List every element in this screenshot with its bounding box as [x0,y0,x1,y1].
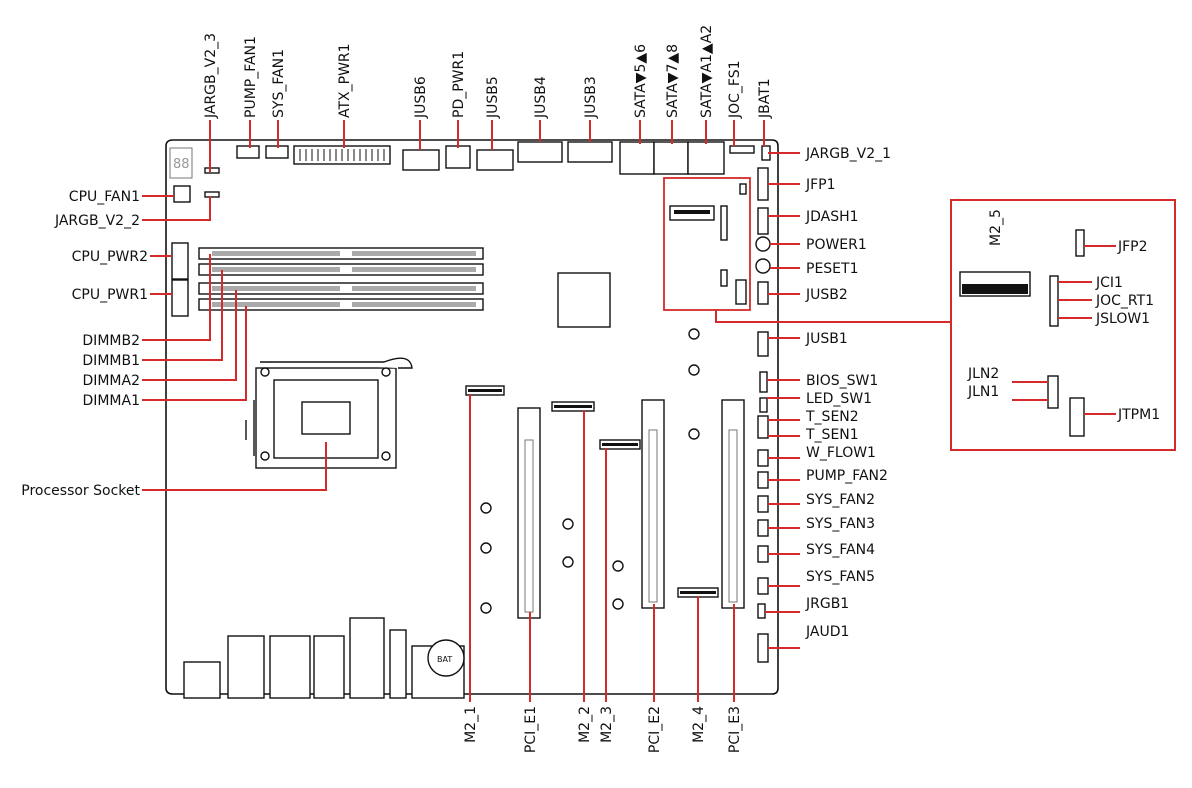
label-t-sen2: T_SEN2 [805,409,859,425]
label-sata-a1-a2: SATA▼A1▲A2 [699,25,715,118]
label-peset1: PESET1 [806,261,858,277]
label-m2-5: M2_5 [988,209,1004,246]
dimm-slots [198,247,484,311]
left-connectors [171,185,220,317]
label-jargb-v2-2: JARGB_V2_2 [54,213,140,229]
label-pci-e2: PCI_E2 [647,706,663,753]
label-atx-pwr1: ATX_PWR1 [337,43,353,118]
label-sys-fan2: SYS_FAN2 [806,492,875,508]
inset-panel [715,199,1176,451]
label-sata-5-6: SATA▼5▲6 [633,44,649,118]
left-label-group: CPU_FAN1 JARGB_V2_2 CPU_PWR2 CPU_PWR1 DI… [21,189,148,499]
top-connectors [204,141,771,175]
label-jusb4: JUSB4 [533,76,549,119]
label-m2-4: M2_4 [691,706,707,743]
label-pump-fan1: PUMP_FAN1 [243,36,259,118]
label-dimma1: DIMMA1 [82,393,140,409]
label-m2-1: M2_1 [463,706,479,743]
label-dimmb2: DIMMB2 [82,333,140,349]
label-jln2: JLN2 [967,366,999,382]
label-w-flow1: W_FLOW1 [806,445,876,461]
label-m2-2: M2_2 [577,706,593,743]
battery-label: BAT [437,655,452,664]
label-cpu-pwr1: CPU_PWR1 [72,287,148,303]
label-cpu-fan1: CPU_FAN1 [69,189,140,205]
m2-slots [465,385,719,598]
label-led-sw1: LED_SW1 [806,391,872,407]
label-joc-fs1: JOC_FS1 [727,60,743,119]
label-sys-fan1: SYS_FAN1 [271,49,287,118]
label-jargb-v2-3: JARGB_V2_3 [203,33,219,119]
right-connectors [755,167,771,663]
label-jusb3: JUSB3 [583,76,599,119]
bottom-label-group: M2_1 PCI_E1 M2_2 M2_3 PCI_E2 M2_4 PCI_E3 [463,706,743,753]
label-sys-fan3: SYS_FAN3 [806,516,875,532]
inset-label-group: M2_5 JFP2 JCI1 JOC_RT1 JSLOW1 JLN2 JLN1 … [967,209,1160,423]
label-jusb2: JUSB2 [805,287,848,303]
label-jdash1: JDASH1 [805,209,859,225]
label-dimmb1: DIMMB1 [82,353,140,369]
label-processor-socket: Processor Socket [21,483,140,499]
label-pump-fan2: PUMP_FAN2 [806,468,888,484]
chipset [557,272,611,328]
label-jslow1: JSLOW1 [1095,311,1150,327]
label-power1: POWER1 [806,237,867,253]
label-jbat1: JBAT1 [757,78,773,119]
right-label-group: JARGB_V2_1 JFP1 JDASH1 POWER1 PESET1 JUS… [805,146,891,640]
label-cpu-pwr2: CPU_PWR2 [72,249,148,265]
motherboard-outline [165,139,779,695]
zoom-region [663,177,751,311]
label-jci1: JCI1 [1095,275,1123,291]
debug-led-display: 88 [169,147,193,179]
rear-io-panel: BAT [183,617,465,699]
processor-socket [245,357,413,469]
top-label-group: JARGB_V2_3 PUMP_FAN1 SYS_FAN1 ATX_PWR1 J… [203,25,773,119]
label-jtpm1: JTPM1 [1117,407,1160,423]
label-sys-fan5: SYS_FAN5 [806,569,875,585]
label-jargb-v2-1: JARGB_V2_1 [805,146,891,162]
label-jln1: JLN1 [967,384,999,400]
label-jaud1: JAUD1 [805,624,849,640]
label-pci-e3: PCI_E3 [727,706,743,753]
mounting-holes [480,328,700,614]
label-jfp1: JFP1 [805,177,836,193]
label-joc-rt1: JOC_RT1 [1095,293,1154,309]
callout-lines [142,120,800,702]
label-jusb1: JUSB1 [805,331,848,347]
label-jusb5: JUSB5 [485,76,501,119]
label-pci-e1: PCI_E1 [523,706,539,753]
label-t-sen1: T_SEN1 [805,427,859,443]
label-bios-sw1: BIOS_SW1 [806,373,878,389]
label-sys-fan4: SYS_FAN4 [806,542,875,558]
label-pd-pwr1: PD_PWR1 [451,51,467,118]
label-sata-7-8: SATA▼7▲8 [665,44,681,118]
svg-text:88: 88 [173,157,190,172]
label-dimma2: DIMMA2 [82,373,140,389]
label-m2-3: M2_3 [599,706,615,743]
label-jfp2: JFP2 [1117,239,1148,255]
label-jusb6: JUSB6 [413,76,429,119]
label-jrgb1: JRGB1 [805,596,849,612]
